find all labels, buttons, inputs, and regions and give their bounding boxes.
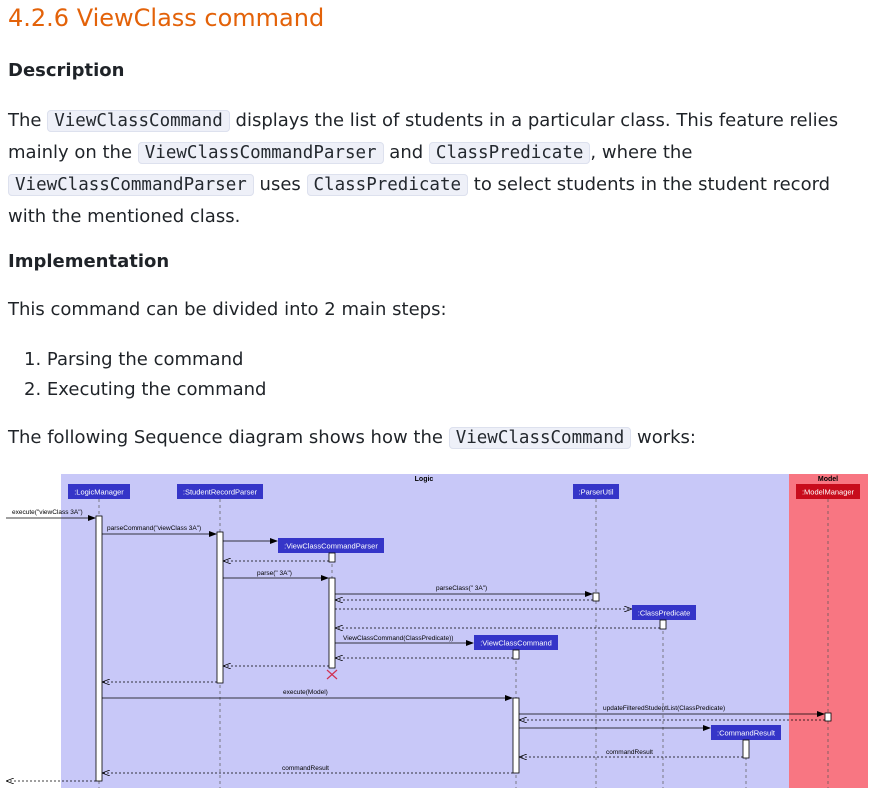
activation-viewclasscommandparser-1	[328, 552, 336, 563]
code-classpredicate: ClassPredicate	[428, 142, 591, 164]
text-where: , where the	[590, 142, 693, 163]
activation-classpredicate	[659, 619, 667, 630]
label-parse: parse(" 3A")	[257, 570, 292, 577]
label-parseclass: parseClass(" 3A")	[436, 585, 487, 592]
steps-list: 1. Parsing the command 2. Executing the …	[8, 345, 266, 405]
label-commandresult-return: commandResult	[606, 749, 653, 756]
label-execute: execute("viewClass 3A")	[12, 509, 83, 516]
model-frame-label: Model	[818, 476, 838, 483]
participant-modelmanager	[796, 484, 860, 499]
participant-commandresult	[711, 725, 781, 740]
sequence-diagram: Logic Model :LogicManager :StudentRecord…	[6, 474, 868, 788]
implementation-intro: This command can be divided into 2 main …	[8, 299, 447, 320]
participant-viewclasscommandparser-label: :ViewClassCommandParser	[284, 542, 378, 551]
text-the: The	[8, 110, 42, 131]
label-commandresult-final: commandResult	[282, 765, 329, 772]
activation-modelmanager	[824, 712, 832, 722]
text-sequence-intro: The following Sequence diagram shows how…	[8, 427, 443, 448]
list-item: 2. Executing the command	[24, 379, 267, 400]
participant-classpredicate	[632, 605, 696, 620]
activation-viewclasscommandparser-2	[328, 577, 336, 669]
label-updatefiltered: updateFilteredStudentList(ClassPredicate…	[603, 705, 725, 712]
sequence-intro-paragraph: The following Sequence diagram shows how…	[8, 422, 696, 454]
text-desc-1: displays the list of students in a parti…	[8, 110, 839, 163]
participant-viewclasscommand-label: :ViewClassCommand	[480, 639, 552, 648]
participant-classpredicate-label: :ClassPredicate	[638, 609, 691, 618]
implementation-heading: Implementation	[8, 251, 170, 272]
activation-logicmanager	[95, 515, 103, 782]
label-construct-command: ViewClassCommand(ClassPredicate))	[343, 635, 453, 642]
participant-studentrecordparser	[177, 484, 263, 499]
destroy-mark	[326, 669, 338, 680]
description-paragraph: The ViewClassCommand displays the list o…	[8, 105, 872, 232]
participant-commandresult-label: :CommandResult	[717, 729, 776, 738]
text-select: to select students in the student record…	[8, 174, 831, 227]
activation-commandresult	[742, 739, 750, 759]
activation-studentrecordparser	[216, 531, 224, 684]
label-execute-model: execute(Model)	[283, 689, 328, 696]
label-parsecommand: parseCommand("viewClass 3A")	[107, 525, 201, 532]
participant-studentrecordparser-label: :StudentRecordParser	[183, 488, 258, 497]
section-heading: 4.2.6 ViewClass command	[8, 4, 325, 32]
text-and: and	[389, 142, 424, 163]
code-viewclasscommandparser: ViewClassCommandParser	[137, 142, 384, 164]
participant-viewclasscommand	[474, 635, 558, 650]
text-uses: uses	[259, 174, 301, 195]
participant-logicmanager-label: :LogicManager	[74, 488, 124, 497]
code-viewclasscommand: ViewClassCommand	[47, 110, 230, 132]
activation-parserutil	[592, 592, 600, 602]
activation-viewclasscommand-2	[512, 697, 520, 774]
participant-modelmanager-label: :ModelManager	[802, 488, 855, 497]
model-frame	[789, 474, 868, 788]
code-viewclasscommandparser-2: ViewClassCommandParser	[8, 174, 254, 196]
participant-viewclasscommandparser	[278, 538, 384, 553]
list-item: 1. Parsing the command	[24, 349, 244, 370]
code-classpredicate-2: ClassPredicate	[306, 174, 469, 196]
logic-frame	[61, 474, 789, 788]
participant-parserutil-label: :ParserUtil	[578, 488, 613, 497]
activation-viewclasscommand-1	[512, 649, 520, 660]
code-viewclasscommand-2: ViewClassCommand	[448, 427, 632, 449]
description-heading: Description	[8, 60, 125, 81]
participant-parserutil	[573, 484, 619, 499]
participant-logicmanager	[68, 484, 130, 499]
text-works: works:	[637, 427, 697, 448]
logic-frame-label: Logic	[415, 476, 434, 483]
